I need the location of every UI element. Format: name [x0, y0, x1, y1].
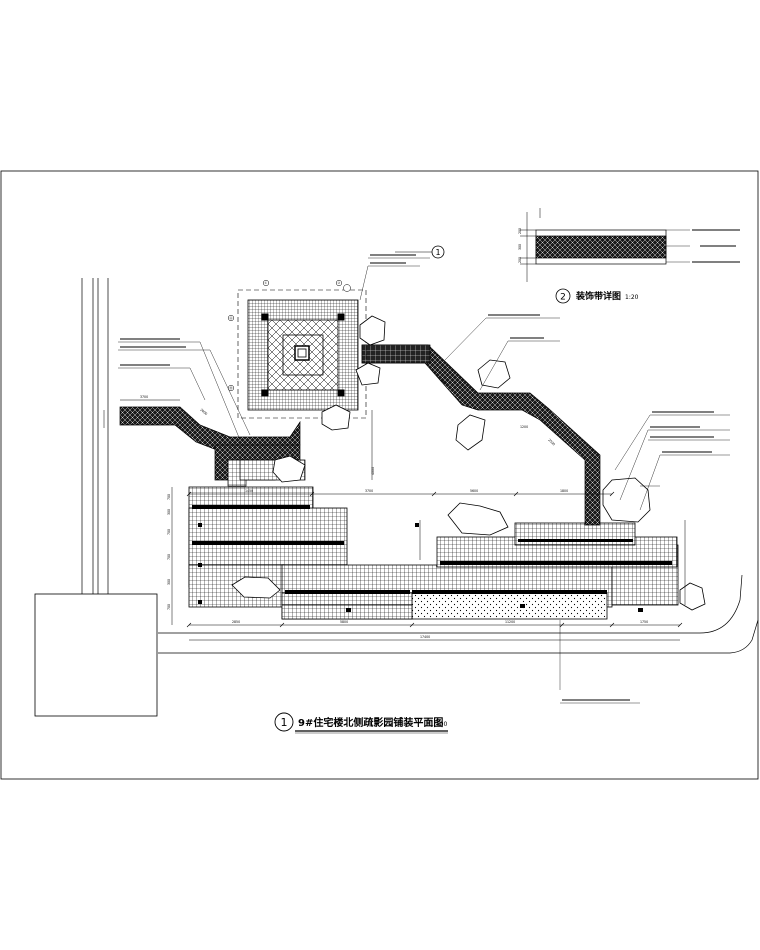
decor-strips [192, 505, 672, 594]
detail-dim-1: 200 [518, 228, 522, 234]
detail-dim-3: 200 [518, 257, 522, 263]
axis-label-3: Ⓐ [230, 315, 233, 320]
path-dim-3: 1800 [439, 378, 448, 387]
dim-texts: 1450 3700 5600 1800 2850 5800 17400 1120… [140, 378, 648, 639]
path-dim-4: 1200 [520, 425, 528, 429]
axis-label-4: Ⓑ [230, 385, 233, 390]
annotation-strokes [120, 254, 714, 701]
pavilion-callout-number: 1 [435, 248, 440, 257]
pavilion [237, 289, 367, 419]
left-dim-6: 700 [167, 604, 171, 610]
main-paving [188, 486, 679, 620]
detail-title-number: 2 [560, 293, 566, 303]
bottom-dim-4: 11200 [505, 620, 515, 624]
main-title-scale: 1:100 [430, 721, 447, 728]
top-dim-3: 5600 [470, 489, 478, 493]
small-markers [198, 523, 643, 612]
detail-dim-2: 300 [518, 244, 522, 250]
bottom-dim-1: 2850 [232, 620, 240, 624]
left-dim-1: 700 [167, 494, 171, 500]
left-dim-2: 300 [167, 509, 171, 515]
axis-labels: ① ② Ⓐ Ⓑ [230, 281, 341, 390]
path-dim-1: 3700 [140, 395, 148, 399]
axis-label-1: ① [265, 281, 268, 285]
bottom-dim-3: 17400 [420, 635, 430, 639]
rocks [231, 315, 706, 611]
bottom-dim-5: 1750 [640, 620, 648, 624]
top-dim-2: 3700 [365, 489, 373, 493]
main-title: 1 9#住宅楼北侧疏影园铺装平面图 1:100 [274, 712, 448, 734]
main-title-text: 9#住宅楼北侧疏影园铺装平面图 [298, 716, 443, 729]
top-dim-4: 1800 [560, 489, 568, 493]
bottom-dim-2: 5800 [340, 620, 348, 624]
path-dim-2: 2000 [199, 408, 208, 416]
axis-markers [227, 279, 351, 392]
detail-title: 2 装饰带详图 1:20 [555, 288, 639, 304]
dimension-ticks [186, 491, 683, 628]
main-title-number: 1 [281, 716, 288, 729]
dimension-lines [103, 399, 686, 641]
road-lines [81, 278, 759, 654]
path-dim-6: 4000 [371, 467, 375, 475]
strip-detail [520, 208, 740, 282]
leader-lines [118, 257, 730, 704]
right-path [361, 344, 601, 526]
detail-title-text: 装饰带详图 [575, 290, 621, 302]
left-dim-5: 300 [167, 579, 171, 585]
path-dim-5: 2500 [547, 438, 556, 447]
axis-label-2: ② [338, 281, 341, 285]
pavilion-callout: 1 [395, 245, 445, 259]
top-dim-1: 1450 [245, 489, 253, 493]
left-dim-3: 700 [167, 529, 171, 535]
building-block [34, 593, 158, 717]
drawing-frame [0, 170, 759, 780]
detail-title-scale: 1:20 [625, 294, 639, 301]
left-dim-4: 700 [167, 554, 171, 560]
